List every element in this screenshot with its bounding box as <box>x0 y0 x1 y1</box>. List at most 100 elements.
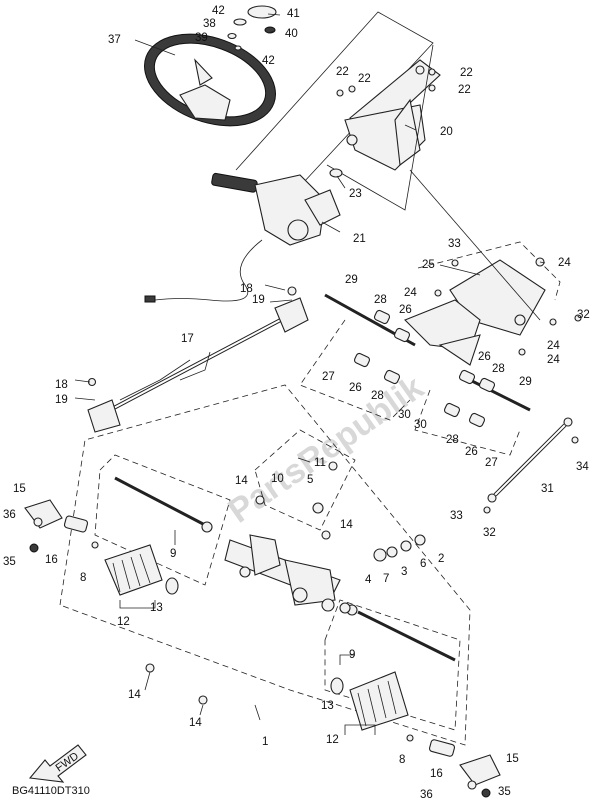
callout-38: 38 <box>203 18 216 30</box>
callout-40: 40 <box>285 28 298 40</box>
callout-10: 10 <box>271 473 284 485</box>
callout-5: 5 <box>307 474 313 486</box>
callout-36: 36 <box>3 509 16 521</box>
callout-26: 26 <box>478 351 491 363</box>
callout-14: 14 <box>189 717 202 729</box>
callout-30: 30 <box>414 419 427 431</box>
leader-lines <box>74 13 546 735</box>
callout-28: 28 <box>492 363 505 375</box>
callout-13: 13 <box>321 700 334 712</box>
rack-housing <box>224 534 341 612</box>
callout-8: 8 <box>80 572 86 584</box>
callout-31: 31 <box>541 483 554 495</box>
callout-14: 14 <box>340 519 353 531</box>
callout-26: 26 <box>349 382 362 394</box>
callout-37: 37 <box>108 34 121 46</box>
callout-16: 16 <box>430 768 443 780</box>
tie-rod-ends <box>24 499 501 798</box>
callout-13: 13 <box>150 602 163 614</box>
rack-assembly-box <box>59 384 471 746</box>
callout-27: 27 <box>322 371 335 383</box>
callout-14: 14 <box>235 475 248 487</box>
callout-21: 21 <box>353 233 366 245</box>
callout-1: 1 <box>262 736 268 748</box>
callout-42: 42 <box>262 55 275 67</box>
callout-35: 35 <box>498 786 511 798</box>
rack-boots <box>104 544 409 731</box>
callout-41: 41 <box>287 8 300 20</box>
callout-2: 2 <box>438 553 444 565</box>
callout-27: 27 <box>485 457 498 469</box>
link-rod <box>487 417 573 503</box>
bushing-box-right <box>414 389 521 456</box>
pedal-bracket <box>404 259 546 366</box>
callout-12: 12 <box>326 734 339 746</box>
callout-29: 29 <box>519 376 532 388</box>
callout-22: 22 <box>460 67 473 79</box>
diagram-code: BG41110DT310 <box>12 785 90 797</box>
callout-23: 23 <box>349 188 362 200</box>
callout-22: 22 <box>458 84 471 96</box>
callout-29: 29 <box>345 274 358 286</box>
connector <box>144 295 156 303</box>
callout-28: 28 <box>371 390 384 402</box>
callout-42: 42 <box>212 5 225 17</box>
fwd-arrow: FWD <box>28 744 87 783</box>
callout-24: 24 <box>547 340 560 352</box>
eps-unit <box>211 168 343 246</box>
callout-3: 3 <box>401 566 407 578</box>
callout-20: 20 <box>440 126 453 138</box>
callout-22: 22 <box>358 73 371 85</box>
intermediate-shaft <box>87 286 309 433</box>
callout-19: 19 <box>55 394 68 406</box>
steering-column <box>344 59 441 171</box>
callout-7: 7 <box>383 573 389 585</box>
callout-18: 18 <box>240 283 253 295</box>
link-lead <box>409 169 541 321</box>
inner-rod-box-left <box>94 454 231 586</box>
bushings <box>353 309 496 428</box>
callout-30: 30 <box>398 409 411 421</box>
callout-19: 19 <box>252 294 265 306</box>
callout-22: 22 <box>336 66 349 78</box>
callout-39: 39 <box>195 32 208 44</box>
wire-harness <box>154 239 263 302</box>
callout-34: 34 <box>576 461 589 473</box>
callout-4: 4 <box>365 574 372 586</box>
callout-24: 24 <box>404 287 417 299</box>
callout-15: 15 <box>506 753 519 765</box>
callout-18: 18 <box>55 379 68 391</box>
callout-9: 9 <box>170 548 176 560</box>
callout-15: 15 <box>13 483 26 495</box>
watermark-text: PartsRepublik <box>221 368 430 530</box>
callout-24: 24 <box>558 257 571 269</box>
callout-35: 35 <box>3 556 16 568</box>
callout-12: 12 <box>117 616 130 628</box>
callout-32: 32 <box>483 527 496 539</box>
callout-26: 26 <box>465 446 478 458</box>
callout-33: 33 <box>448 238 461 250</box>
inner-rod-box-right <box>324 599 461 731</box>
callout-14: 14 <box>128 689 141 701</box>
callout-25: 25 <box>422 259 435 271</box>
callout-28: 28 <box>446 434 459 446</box>
hardware <box>91 68 582 742</box>
callout-9: 9 <box>349 649 355 661</box>
steering-wheel <box>144 33 276 127</box>
callout-8: 8 <box>399 754 405 766</box>
wheel-cap <box>227 5 277 51</box>
callout-17: 17 <box>181 333 194 345</box>
callout-26: 26 <box>399 304 412 316</box>
valve-box <box>254 429 356 531</box>
callout-28: 28 <box>374 294 387 306</box>
callout-32: 32 <box>577 309 590 321</box>
callout-6: 6 <box>420 558 426 570</box>
callout-24: 24 <box>547 354 560 366</box>
callout-36: 36 <box>420 789 433 800</box>
callout-33: 33 <box>450 510 463 522</box>
callout-16: 16 <box>45 554 58 566</box>
column-box <box>326 44 434 211</box>
callout-11: 11 <box>314 457 326 469</box>
